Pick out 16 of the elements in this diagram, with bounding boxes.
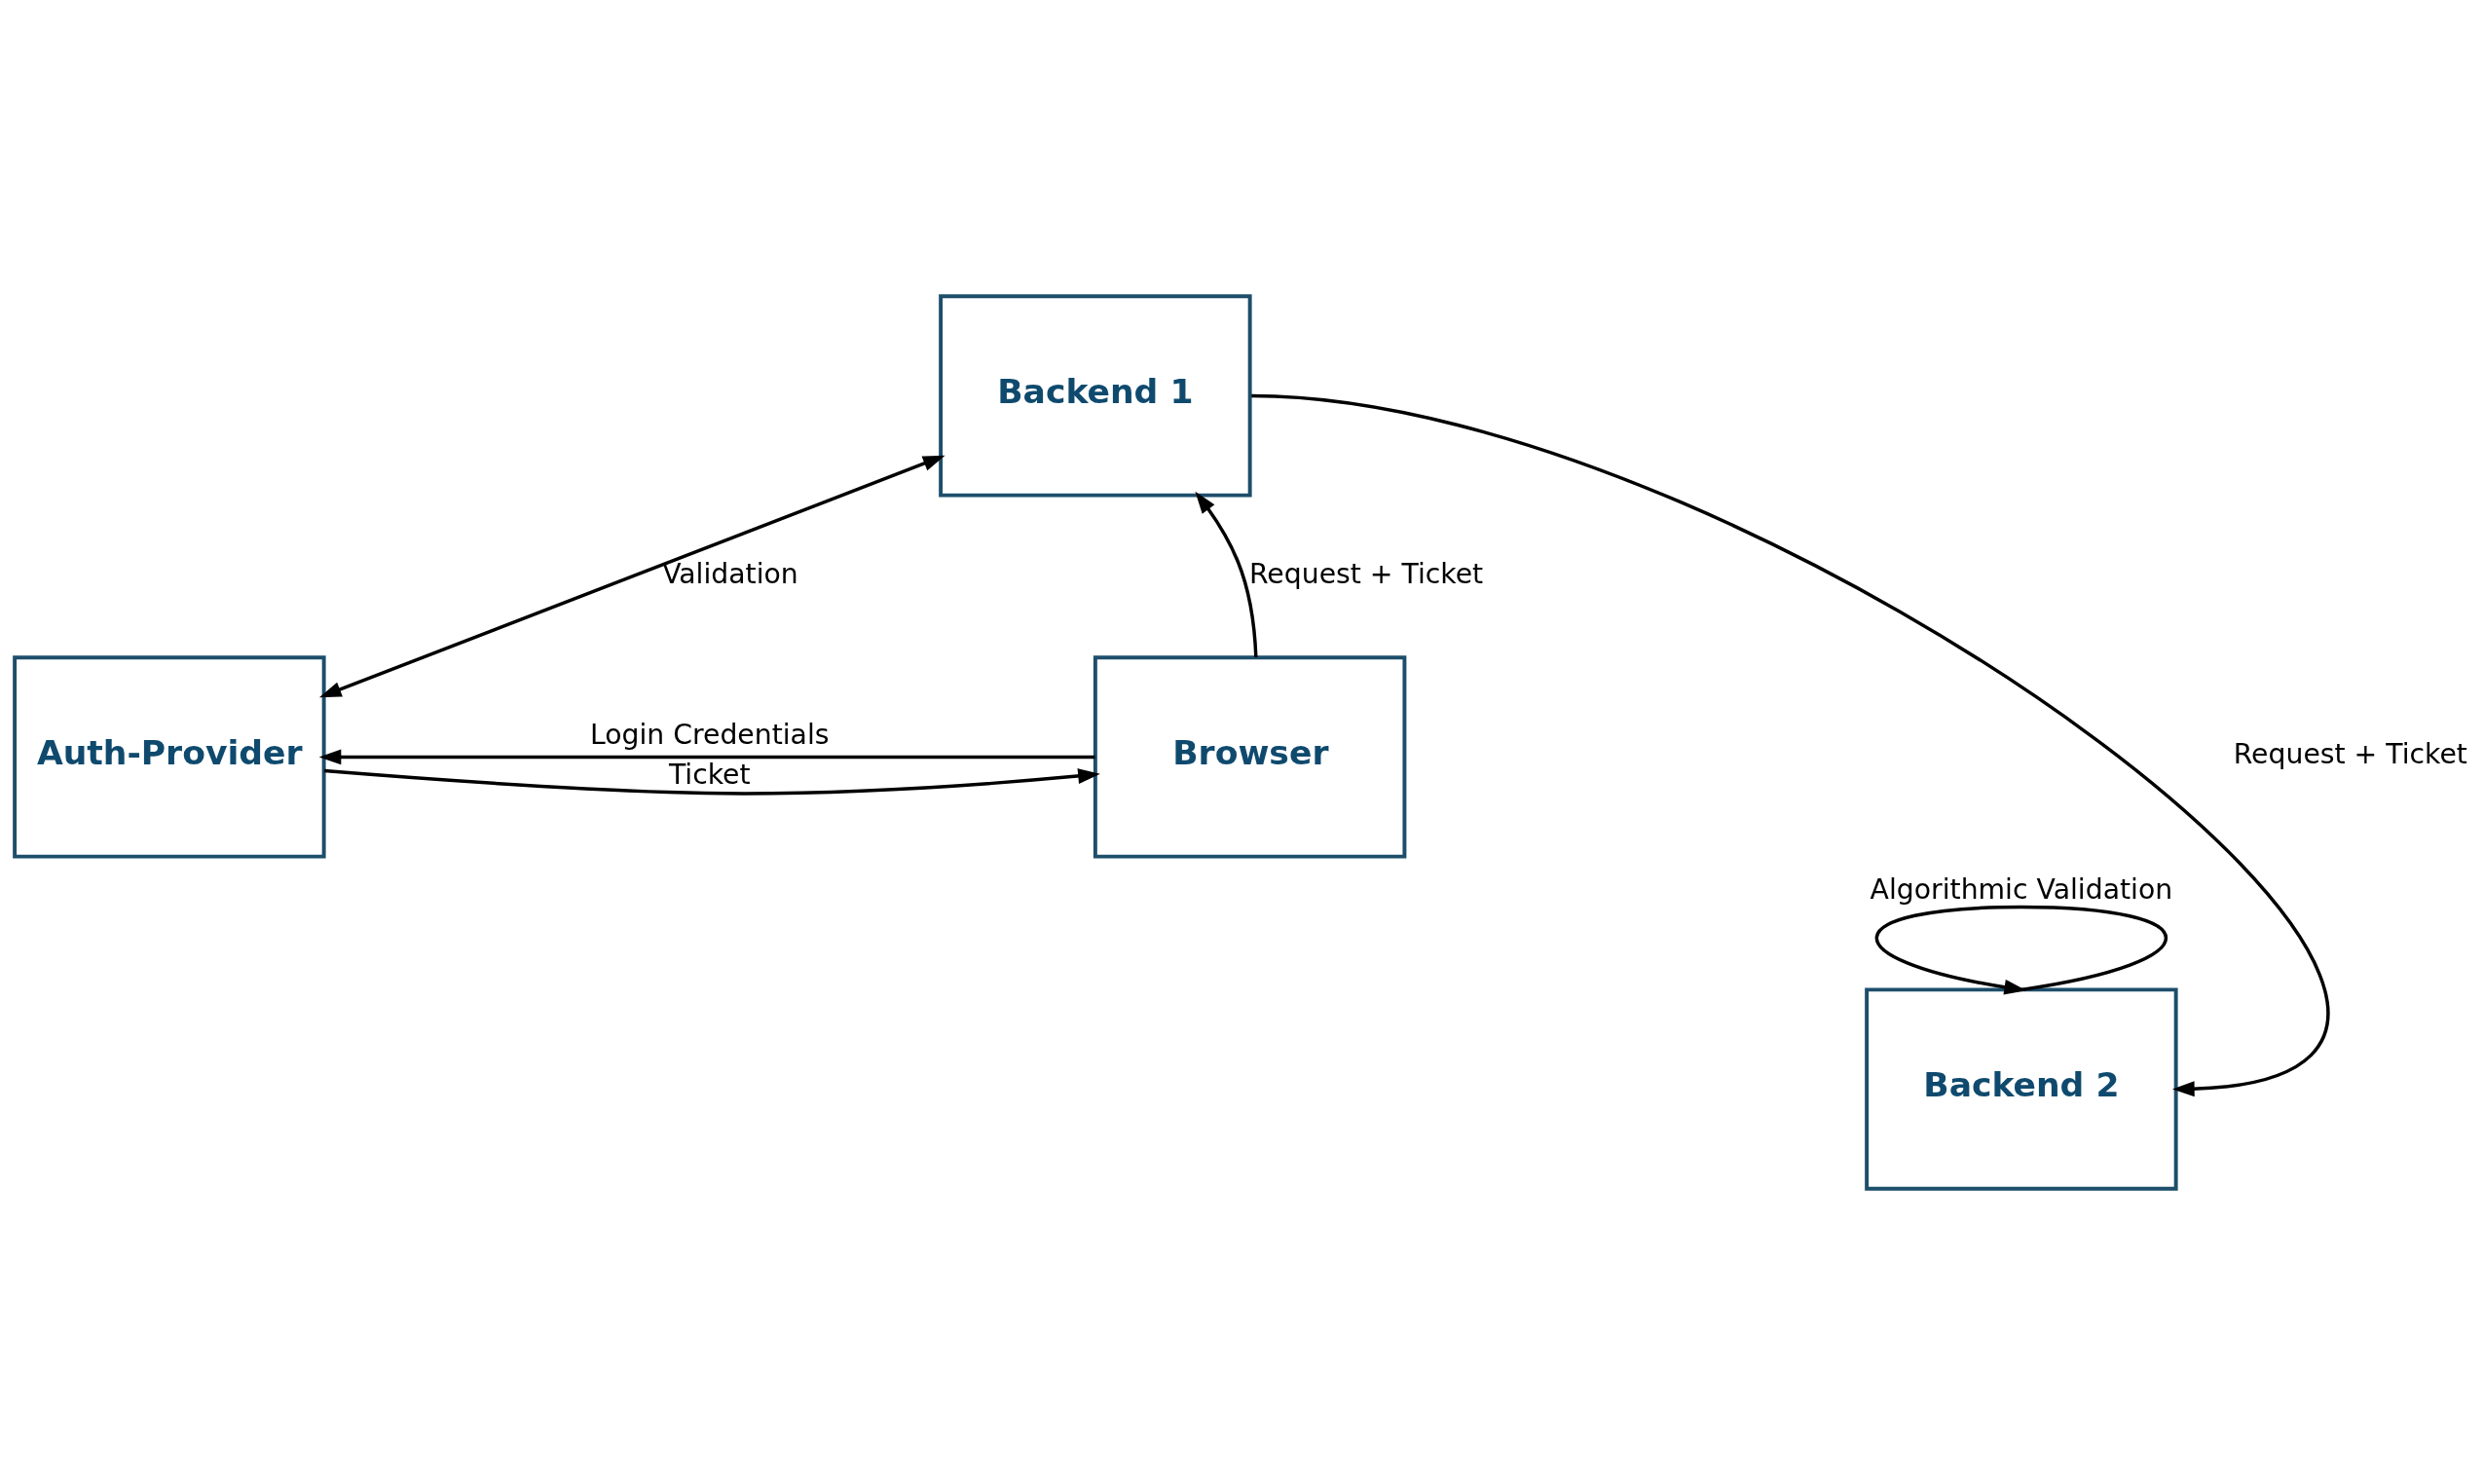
arrow [323,767,1100,796]
node-box: Auth-Provider [13,654,326,859]
edge-label: Login Credentials [589,718,830,751]
arrow [1195,491,1258,657]
arrow [318,749,1095,764]
edge-label: Request + Ticket [1248,557,1484,590]
arrow [1251,393,2327,1096]
node-box: Browser [1093,654,1407,859]
edge-label: Ticket [668,758,751,791]
edge-label: Validation [662,557,798,590]
arrow [1875,905,2168,995]
node-box: Backend 2 [1865,986,2178,1191]
arrow [318,455,945,697]
node-box: Backend 1 [939,293,1252,498]
edge-label: Request + Ticket [2233,737,2467,770]
edge-label: Algorithmic Validation [1870,872,2173,906]
